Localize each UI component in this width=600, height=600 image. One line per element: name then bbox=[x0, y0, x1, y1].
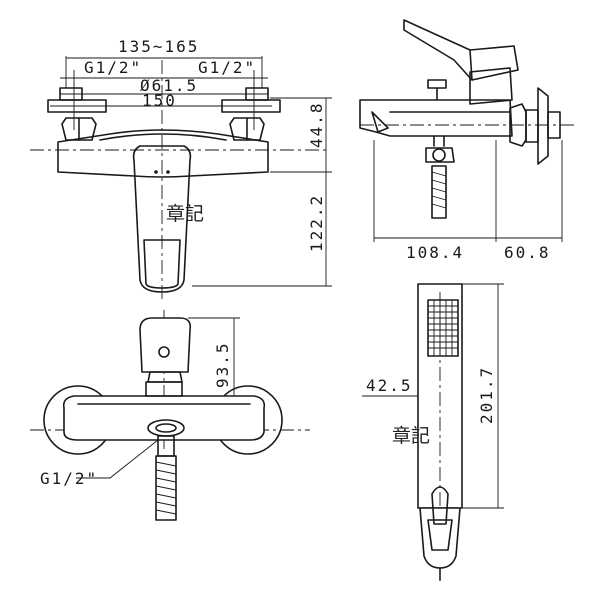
top-dim-height: 93.5 bbox=[213, 341, 232, 388]
front-dim-thread-left: G1/2" bbox=[84, 58, 142, 77]
shower-dim-length: 201.7 bbox=[477, 366, 496, 424]
front-dim-spacing: 135~165 bbox=[118, 37, 199, 56]
side-dim-depth: 108.4 bbox=[406, 243, 464, 262]
front-view: 135~165 G1/2" G1/2" Ø61.5 150 44.8 122.2… bbox=[30, 37, 332, 300]
shower-nozzle-grid bbox=[428, 300, 458, 356]
hand-shower-view: 42.5 201.7 章記 bbox=[362, 283, 504, 582]
top-dim-thread: G1/2" bbox=[40, 469, 98, 488]
side-view: 108.4 60.8 bbox=[359, 19, 575, 262]
front-dim-height-lever: 122.2 bbox=[307, 194, 326, 252]
front-dim-thread-right: G1/2" bbox=[198, 58, 256, 77]
top-view: 93.5 G1/2" bbox=[30, 310, 310, 521]
side-dim-wall: 60.8 bbox=[504, 243, 551, 262]
watermark-top: 章記 bbox=[166, 203, 204, 225]
shower-dim-width: 42.5 bbox=[366, 376, 413, 395]
front-dim-diameter: Ø61.5 bbox=[140, 76, 198, 95]
watermark-bottom: 章記 bbox=[392, 425, 430, 447]
front-dim-width: 150 bbox=[142, 91, 177, 110]
front-dim-height-top: 44.8 bbox=[307, 101, 326, 148]
